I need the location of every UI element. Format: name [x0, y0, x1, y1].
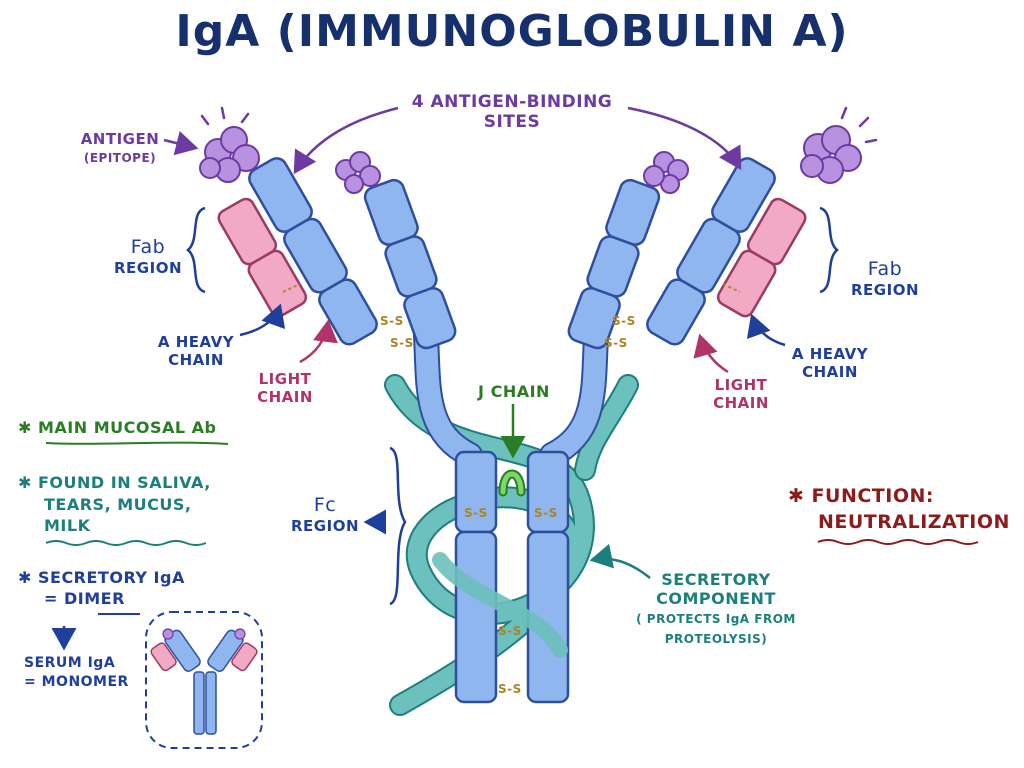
left-inner-heavy-chain — [363, 178, 457, 350]
disulfide-label: S-S — [464, 506, 488, 520]
right-fab-arm — [646, 157, 807, 346]
note-found-in: ✱ FOUND IN SALIVA, TEARS, MUCUS, MILK — [18, 473, 211, 536]
arrow-antigen — [163, 131, 199, 156]
note-secretory-iga: ✱ SECRETORY IgA = DIMER — [18, 568, 185, 608]
antigen-left-outer — [199, 126, 260, 183]
underline-main-mucosal — [45, 441, 229, 445]
antigen-left-inner — [335, 151, 381, 194]
j-chain-label: J CHAIN — [478, 382, 550, 401]
brace-fc — [389, 446, 407, 606]
arrow-light-left — [299, 319, 338, 364]
brace-fab-right — [819, 206, 839, 294]
disulfide-label: S-S — [534, 506, 558, 520]
note-function: ✱ FUNCTION: NEUTRALIZATION — [788, 485, 1010, 533]
note-main-mucosal: ✱ MAIN MUCOSAL Ab — [18, 418, 217, 437]
disulfide-label: S-S — [380, 314, 404, 328]
disulfide-label: S-S — [604, 336, 628, 350]
arrow-secretory — [589, 543, 651, 579]
antigen-right-inner — [643, 151, 689, 194]
secretory-component-front — [432, 552, 568, 658]
disulfide-label: S-S — [498, 682, 522, 696]
arrow-light-right — [693, 333, 729, 374]
underline-milk — [45, 540, 207, 546]
arrow-alpha-left — [239, 303, 286, 337]
arrow-antigen-binding-right — [627, 106, 742, 171]
arrow-antigen-binding-left — [293, 106, 399, 175]
antigen-ticks — [200, 106, 878, 144]
disulfide-label: S-S — [390, 336, 414, 350]
antigen-right-outer — [800, 125, 862, 184]
page-title: IgA (IMMUNOGLOBULIN A) — [175, 6, 849, 57]
antigen-label: ANTIGEN(EPITOPE) — [80, 130, 160, 165]
underline-neutralization — [817, 539, 979, 545]
monomer-inset — [145, 611, 263, 749]
arrow-alpha-right — [746, 313, 786, 347]
right-inner-heavy-chain — [567, 178, 661, 350]
disulfide-label: S-S — [612, 314, 636, 328]
disulfide-label: S-S — [498, 624, 522, 638]
note-serum-iga: SERUM IgA= MONOMER — [24, 655, 129, 690]
brace-fab-left — [186, 206, 206, 294]
